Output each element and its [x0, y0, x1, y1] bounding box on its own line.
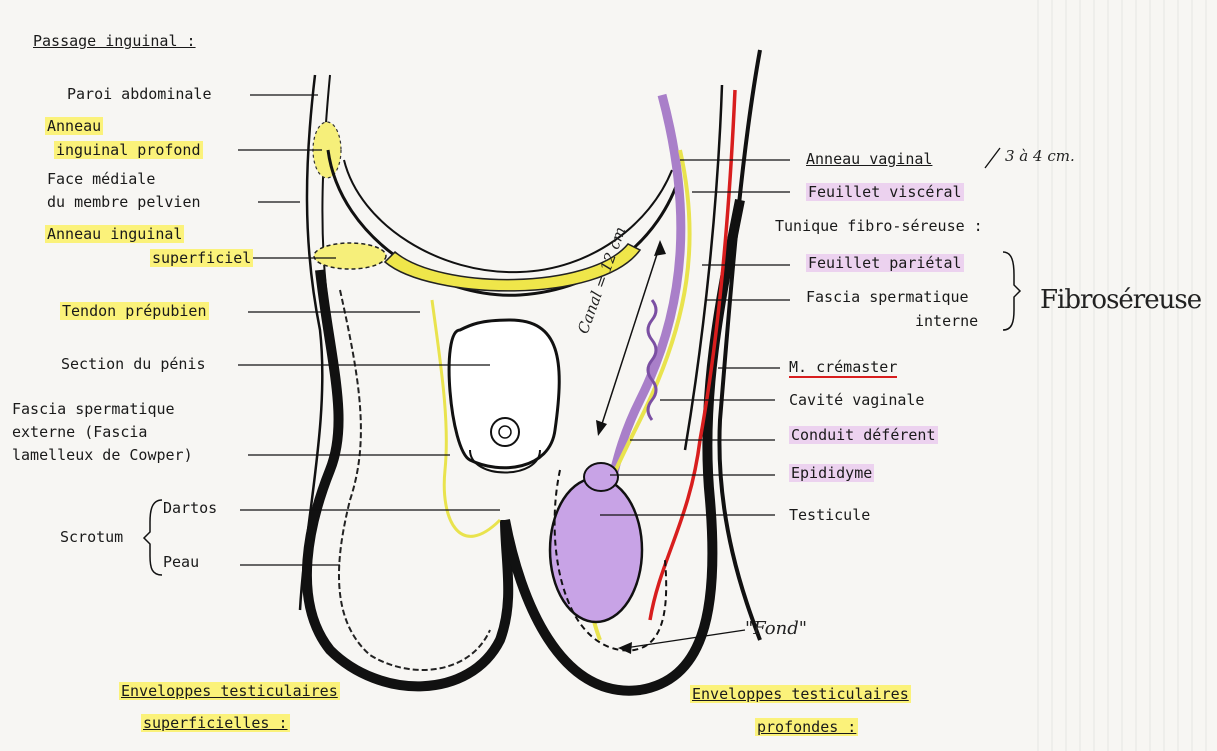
- fibro-brace: [1003, 252, 1020, 330]
- footer-right-text1: Enveloppes testiculaires: [690, 685, 911, 703]
- label-anneau-sup-line2: superficiel: [150, 249, 253, 268]
- label-fibroseureuse: Fibroséreuse: [1040, 285, 1201, 315]
- footer-left-line2: superficielles :: [141, 714, 290, 733]
- footer-right-line1: Enveloppes testiculaires: [690, 685, 911, 704]
- label-anneau-sup-line1: Anneau inguinal: [45, 225, 184, 244]
- scrotum-brace: [144, 500, 162, 575]
- fond-arrow-head: [618, 642, 632, 654]
- label-epididyme-text: Epididyme: [789, 464, 874, 482]
- label-cremaster-text: M. crémaster: [789, 358, 897, 378]
- anneau-inguinal-superficiel-ring: [314, 243, 386, 269]
- label-feuillet-parietal: Feuillet pariétal: [806, 254, 964, 273]
- label-peau: Peau: [163, 553, 199, 572]
- canal-arrow-head-bottom: [596, 420, 607, 436]
- label-fascia-externe-1: Fascia spermatique: [12, 400, 175, 419]
- cord-black: [685, 85, 722, 450]
- label-testicule: Testicule: [789, 506, 870, 525]
- label-anneau-sup-text1: Anneau inguinal: [45, 225, 184, 243]
- label-face-mediale-2: du membre pelvien: [47, 193, 201, 212]
- label-fascia-externe-2: externe (Fascia: [12, 423, 147, 442]
- label-anneau-vaginal: Anneau vaginal: [806, 150, 932, 169]
- label-cavite-vaginale: Cavité vaginale: [789, 391, 924, 410]
- fond-arrow-line: [625, 630, 745, 648]
- label-tendon-prepubien: Tendon prépubien: [60, 302, 209, 321]
- label-anneau-profond-line2: inguinal profond: [54, 141, 203, 160]
- testicule-shape: [550, 478, 642, 622]
- footer-left-text2: superficielles :: [141, 714, 290, 732]
- page-title: Passage inguinal :: [33, 32, 196, 51]
- footer-right-text2: profondes :: [755, 718, 858, 736]
- label-tunique: Tunique fibro-séreuse :: [775, 217, 983, 236]
- label-anneau-profond-text2: inguinal profond: [54, 141, 203, 159]
- u-curve-outer: [328, 150, 680, 295]
- label-anneau-vaginal-text: Anneau vaginal: [806, 150, 932, 168]
- footer-right-line2: profondes :: [755, 718, 858, 737]
- label-fascia-externe-3: lamelleux de Cowper): [12, 446, 193, 465]
- label-dartos: Dartos: [163, 499, 217, 518]
- label-anneau-profond-line1: Anneau: [45, 117, 103, 136]
- label-tendon-text: Tendon prépubien: [60, 302, 209, 320]
- label-fascia-interne-2: interne: [915, 312, 978, 331]
- canal-arrow-head-top: [654, 240, 666, 256]
- footer-left-text1: Enveloppes testiculaires: [119, 682, 340, 700]
- label-feuillet-visceral: Feuillet viscéral: [806, 183, 964, 202]
- footer-left-line1: Enveloppes testiculaires: [119, 682, 340, 701]
- label-conduit-deferent: Conduit déférent: [789, 426, 938, 445]
- label-feuillet-parietal-text: Feuillet pariétal: [806, 254, 964, 272]
- label-epididyme: Epididyme: [789, 464, 874, 483]
- label-feuillet-visceral-text: Feuillet viscéral: [806, 183, 964, 201]
- label-paroi-abdominale: Paroi abdominale: [67, 85, 212, 104]
- scrotum-right-outer-layer: [719, 50, 760, 640]
- label-face-mediale-1: Face médiale: [47, 170, 155, 189]
- label-fascia-interne-1: Fascia spermatique: [806, 288, 969, 307]
- label-anneau-vaginal-measure: 3 à 4 cm.: [1005, 147, 1075, 165]
- epididyme-shape: [584, 463, 618, 491]
- label-section-penis: Section du pénis: [61, 355, 206, 374]
- label-cremaster: M. crémaster: [789, 358, 897, 377]
- label-anneau-sup-text2: superficiel: [150, 249, 253, 267]
- label-anneau-profond-text1: Anneau: [45, 117, 103, 135]
- label-conduit-text: Conduit déférent: [789, 426, 938, 444]
- anneau-vaginal-measure-arrow: [985, 148, 1000, 168]
- label-scrotum: Scrotum: [60, 528, 123, 547]
- label-fond: "Fond": [745, 618, 807, 639]
